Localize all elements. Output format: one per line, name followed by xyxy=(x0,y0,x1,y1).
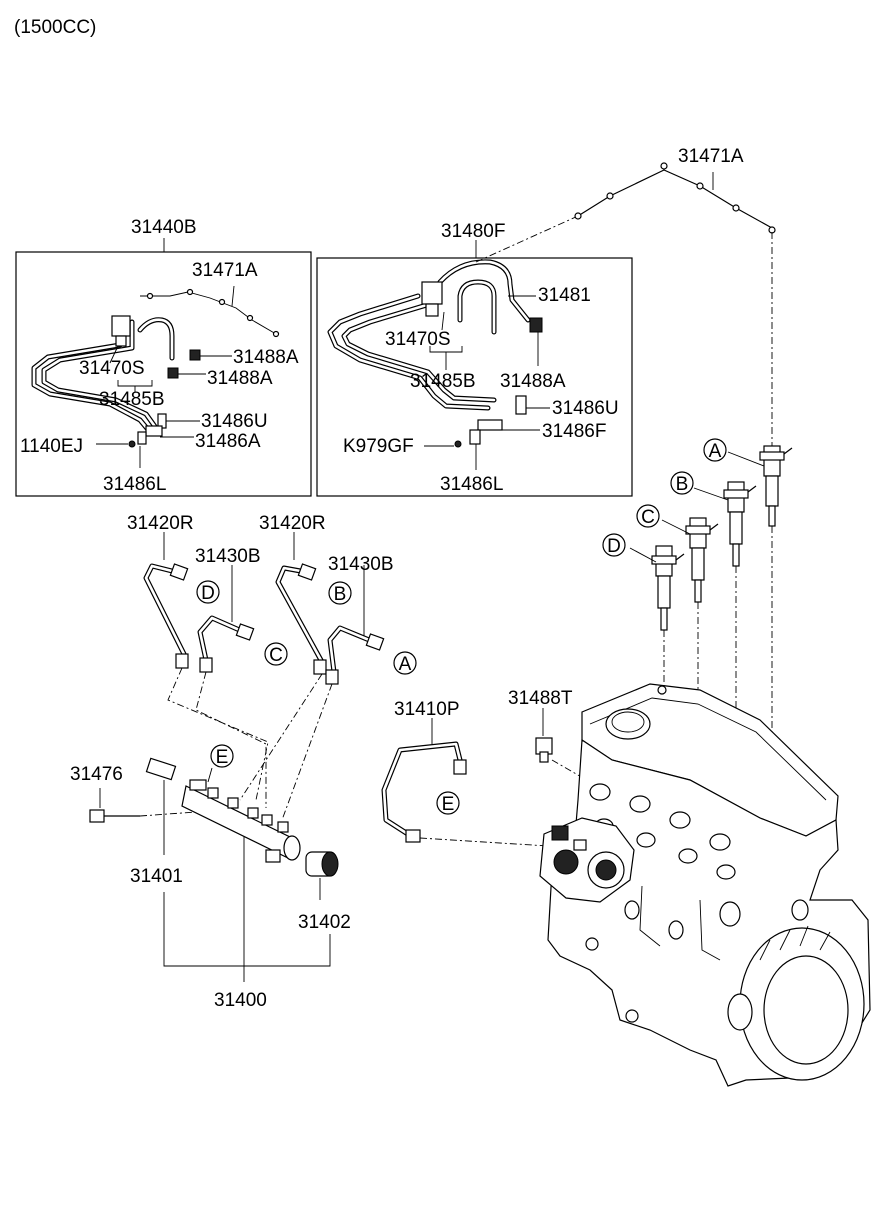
left-clip2-label: 31488A xyxy=(207,368,273,389)
left-bracket-u-label: 31486U xyxy=(201,411,268,432)
pipe2-label: 31420R xyxy=(259,513,326,534)
right-bolt-label: K979GF xyxy=(343,436,414,457)
left-return-line-box xyxy=(15,238,312,497)
right-hose-b-label: 31485B xyxy=(410,371,476,392)
callout-d-pipe: D xyxy=(201,583,215,604)
callout-b-pipe: B xyxy=(334,584,347,605)
right-hose-label: 31481 xyxy=(538,285,591,306)
left-hose-label: 31485B xyxy=(99,389,165,410)
left-return-hose-label: 31471A xyxy=(192,260,258,281)
regulator-label: 31402 xyxy=(298,912,351,933)
callout-c-pipe: C xyxy=(269,645,283,666)
left-box-title: 31440B xyxy=(131,217,197,238)
left-bracket-l-label: 31486L xyxy=(103,474,166,495)
callout-c-injector: C xyxy=(641,507,655,528)
rail-label: 31401 xyxy=(130,866,183,887)
top-return-hose-label: 31471A xyxy=(678,146,744,167)
right-bracket-l-label: 31486L xyxy=(440,474,503,495)
callout-b-injector: B xyxy=(676,474,689,495)
right-valve-label: 31470S xyxy=(385,329,451,350)
engine-spec-label: (1500CC) xyxy=(14,17,96,38)
pressure-sensor-label: 31476 xyxy=(70,764,123,785)
pipe3-label: 31430B xyxy=(195,546,261,567)
right-bracket-f-label: 31486F xyxy=(542,421,606,442)
callout-a-pipe: A xyxy=(399,654,412,675)
left-bracket-a-label: 31486A xyxy=(195,431,261,452)
common-rail-assembly xyxy=(89,744,339,982)
sensor-bracket-label: 31488T xyxy=(508,688,573,709)
pipe4-label: 31430B xyxy=(328,554,394,575)
fuel-injectors xyxy=(602,438,793,800)
right-clip-label: 31488A xyxy=(500,371,566,392)
left-bolt-label: 1140EJ xyxy=(20,436,83,457)
callout-d-injector: D xyxy=(607,536,621,557)
right-bracket-u-label: 31486U xyxy=(552,398,619,419)
rail-assembly-label: 31400 xyxy=(214,990,267,1011)
callout-a-injector: A xyxy=(709,441,722,462)
left-clip1-label: 31488A xyxy=(233,347,299,368)
injection-pipes xyxy=(143,532,417,821)
engine-block xyxy=(539,683,871,1087)
left-valve-label: 31470S xyxy=(79,358,145,379)
callout-e-rail: E xyxy=(216,747,229,768)
top-return-hose xyxy=(475,162,776,446)
callout-e-pipe: E xyxy=(442,794,455,815)
right-box-title: 31480F xyxy=(441,221,505,242)
pipe1-label: 31420R xyxy=(127,513,194,534)
right-return-line-box xyxy=(316,240,633,497)
high-pressure-pipe xyxy=(381,718,549,847)
high-pressure-pipe-label: 31410P xyxy=(394,699,460,720)
